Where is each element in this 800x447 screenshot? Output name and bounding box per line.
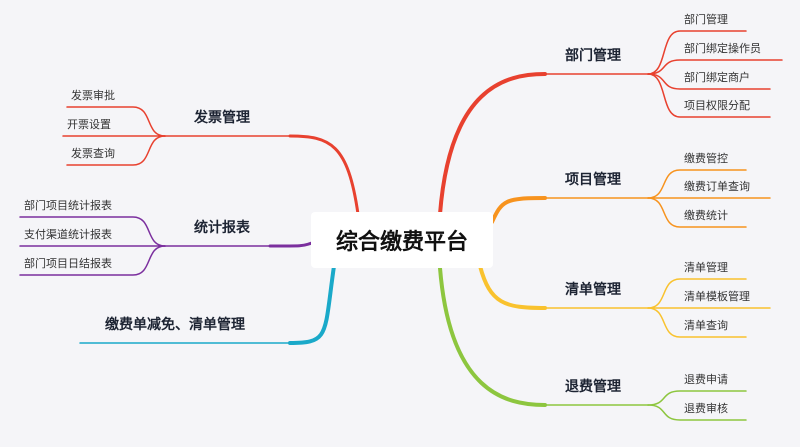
root-node[interactable]: 综合缴费平台 — [311, 212, 493, 268]
child-node[interactable]: 部门项目统计报表 — [24, 199, 112, 212]
branch-connector — [490, 196, 547, 224]
branch-connector — [288, 264, 336, 345]
child-connector — [647, 59, 783, 75]
child-connector — [66, 106, 166, 137]
child-node[interactable]: 项目权限分配 — [684, 99, 750, 112]
child-node[interactable]: 部门绑定操作员 — [684, 42, 761, 55]
child-node[interactable]: 开票设置 — [67, 118, 111, 131]
child-connector — [647, 73, 771, 118]
branch-connector — [438, 72, 547, 216]
branch-connector — [268, 241, 314, 248]
child-connector — [66, 135, 166, 166]
child-node[interactable]: 清单模板管理 — [684, 290, 750, 303]
branch-connector — [288, 134, 360, 216]
child-node[interactable]: 退费审核 — [684, 402, 728, 415]
child-connector — [647, 30, 747, 75]
child-node[interactable]: 部门管理 — [684, 13, 728, 26]
child-connector — [647, 197, 747, 228]
child-connector — [647, 278, 747, 309]
branch-node[interactable]: 清单管理 — [565, 282, 621, 298]
child-connector — [647, 404, 747, 421]
branch-node[interactable]: 部门管理 — [565, 48, 621, 64]
child-node[interactable]: 发票查询 — [71, 147, 115, 160]
child-node[interactable]: 缴费管控 — [684, 152, 728, 165]
branch-connector — [478, 264, 547, 310]
child-node[interactable]: 部门项目日结报表 — [24, 257, 112, 270]
branch-node[interactable]: 统计报表 — [194, 220, 250, 236]
child-node[interactable]: 发票审批 — [71, 89, 115, 102]
child-node[interactable]: 缴费统计 — [684, 209, 728, 222]
child-node[interactable]: 部门绑定商户 — [684, 71, 750, 84]
child-connector — [19, 245, 166, 276]
branch-node[interactable]: 退费管理 — [565, 379, 621, 395]
child-connector — [647, 390, 747, 406]
branch-node[interactable]: 缴费单减免、清单管理 — [105, 317, 245, 333]
branch-connector — [438, 266, 547, 407]
branch-node[interactable]: 项目管理 — [565, 172, 621, 188]
child-node[interactable]: 退费申请 — [684, 373, 728, 386]
child-connector — [647, 307, 747, 338]
child-node[interactable]: 缴费订单查询 — [684, 180, 750, 193]
child-node[interactable]: 清单管理 — [684, 261, 728, 274]
child-connector — [19, 216, 166, 247]
child-connector — [647, 169, 747, 199]
child-node[interactable]: 支付渠道统计报表 — [24, 228, 112, 241]
branch-node[interactable]: 发票管理 — [194, 110, 250, 126]
child-node[interactable]: 清单查询 — [684, 319, 728, 332]
